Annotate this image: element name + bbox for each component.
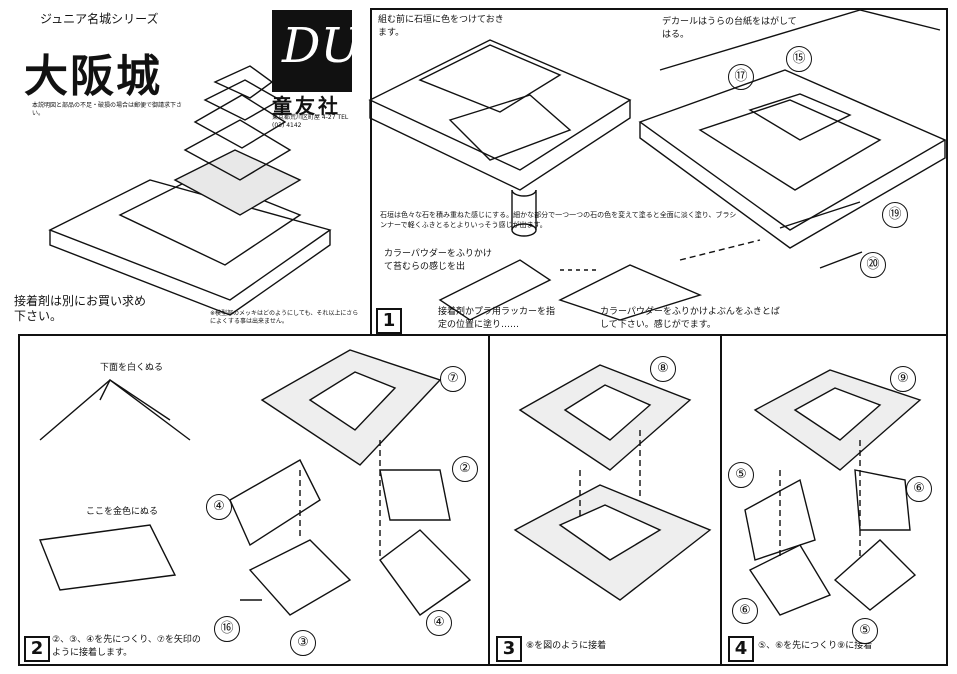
step1-note-c: 石垣は色々な石を積み重ねた感じにする。細かな部分で一つ一つの石の色を変えて塗ると… [380,211,737,229]
step2-note-gold: ここを金色にぬる [86,507,159,517]
step1-note-e: 接着剤かプラ用ラッカーを指定の位置に塗り…… [438,307,556,330]
step4-part-5a: ⑤ [728,462,754,488]
step2-part-7: ⑦ [440,366,466,392]
step1-note-f: カラーパウダーをふりかけよぶんをふきとばして下さい。感じがでます。 [600,307,780,330]
step4-text: ⑤、⑥を先につくり⑨に接着 [758,641,873,651]
step2-part-2: ② [452,456,478,482]
roof-tier-step3 [513,364,712,601]
step1-number: 1 [376,308,402,334]
step4-number: 4 [728,636,754,662]
base-right-illustration [638,9,947,269]
base-left-illustration [368,39,632,237]
step4-part-9: ⑨ [890,366,916,392]
cover-footnote: ※模型部のメッキはどのようにしても、それ以上にさらによくする事は出来ません。 [210,310,359,325]
castle-illustration [48,65,332,316]
step2-part-4b: ④ [426,610,452,636]
step1-part-20: ⑳ [860,252,886,278]
glue-note: 接着剤は別にお買い求め下さい。 [14,294,147,323]
step2-text: ②、③、④を先につくり、⑦を矢印のように接着します。 [52,635,201,658]
step3-text: ⑧を図のように接着 [526,641,607,651]
step1-note-a: 組む前に石垣に色をつけておきます。 [378,15,504,38]
step1-note-b: デカールはうらの台紙をはがしてはる。 [662,17,797,40]
step2-note-white: 下面を白くぬる [100,363,164,373]
series-name: ジュニア名城シリーズ [40,12,159,26]
roof-tier-step2 [39,349,472,616]
step3-number: 3 [496,636,522,662]
step4-part-6b: ⑥ [732,598,758,624]
step1-part-15: ⑮ [786,46,812,72]
step1-part-19: ⑲ [882,202,908,228]
step1-note-d: カラーパウダーをふりかけて苔むらの感じを出 [384,249,492,272]
maker-address: 東京都荒川区町屋 4-27 TEL (03) 4142 [272,114,349,129]
parts-notice: 本説明図と部品の不足・破損の場合は郵便で御請求下さい。 [32,102,183,117]
step3-part-8: ⑧ [650,356,676,382]
step2-part-16: ⑯ [214,616,240,642]
product-title: 大阪城 [24,51,162,102]
maker-name: 童友社 [272,94,341,118]
step2-part-3: ③ [290,630,316,656]
roof-tier-step4 [744,369,922,616]
maker-logo: DU [272,10,361,92]
step2-number: 2 [24,636,50,662]
step4-part-5b: ⑤ [852,618,878,644]
step2-part-4a: ④ [206,494,232,520]
step1-panel [370,8,948,334]
